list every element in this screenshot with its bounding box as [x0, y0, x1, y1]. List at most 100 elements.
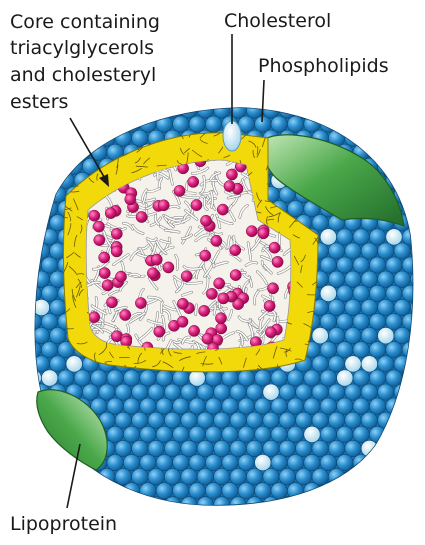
phospholipid-head — [255, 483, 271, 499]
phospholipid-head — [230, 412, 246, 428]
phospholipid-head — [173, 454, 189, 470]
cholesterol-molecule — [337, 370, 353, 386]
core-lipid-head — [174, 185, 185, 196]
phospholipid-head — [41, 454, 57, 470]
phospholipid-head — [148, 102, 164, 118]
phospholipid-head — [255, 426, 271, 442]
phospholipid-head — [246, 497, 262, 513]
core-lipid-head — [226, 169, 237, 180]
phospholipid-head — [394, 356, 410, 372]
phospholipid-head — [140, 426, 156, 442]
phospholipid-head — [378, 158, 394, 174]
phospholipid-head — [41, 201, 57, 217]
phospholipid-head — [66, 130, 82, 146]
phospholipid-head — [410, 186, 425, 202]
phospholipid-head — [279, 102, 295, 118]
phospholipid-head — [222, 454, 238, 470]
core-lipid-head — [211, 235, 222, 246]
phospholipid-head — [410, 130, 425, 146]
phospholipid-head — [320, 313, 336, 329]
phospholipid-head — [132, 440, 148, 456]
phospholipid-head — [369, 116, 385, 132]
phospholipid-head — [320, 116, 336, 132]
core-lipid-head — [147, 268, 158, 279]
phospholipid-head — [197, 440, 213, 456]
phospholipid-head — [33, 328, 49, 344]
phospholipid-head — [156, 370, 172, 386]
phospholipid-head — [246, 469, 262, 485]
cholesterol-molecule — [304, 426, 320, 442]
phospholipid-head — [17, 412, 33, 428]
phospholipid-head — [173, 116, 189, 132]
phospholipid-head — [378, 102, 394, 118]
phospholipid-head — [353, 398, 369, 414]
phospholipid-head — [238, 398, 254, 414]
phospholipid-head — [25, 454, 41, 470]
phospholipid-head — [230, 440, 246, 456]
phospholipid-head — [369, 454, 385, 470]
phospholipid-head — [25, 172, 41, 188]
phospholipid-head — [197, 412, 213, 428]
phospholipid-head — [222, 398, 238, 414]
core-lipid-head — [177, 298, 188, 309]
phospholipid-head — [140, 398, 156, 414]
phospholipid-head — [271, 426, 287, 442]
phospholipid-head — [345, 271, 361, 287]
phospholipid-head — [17, 243, 33, 259]
phospholipid-head — [369, 483, 385, 499]
phospholipid-head — [312, 440, 328, 456]
phospholipid-head — [328, 243, 344, 259]
phospholipid-head — [181, 102, 197, 118]
phospholipid-head — [279, 440, 295, 456]
phospholipid-head — [205, 116, 221, 132]
phospholipid-head — [82, 102, 98, 118]
phospholipid-head — [222, 370, 238, 386]
phospholipid-head — [378, 440, 394, 456]
core-lipid-head — [94, 235, 105, 246]
phospholipid-head — [41, 342, 57, 358]
phospholipid-head — [181, 384, 197, 400]
core-lipid-head — [99, 252, 110, 263]
cholesterol-molecule — [66, 356, 82, 372]
phospholipid-head — [394, 243, 410, 259]
phospholipid-head — [402, 342, 418, 358]
core-lipid-head — [230, 245, 241, 256]
phospholipid-head — [296, 469, 312, 485]
cholesterol-molecule — [361, 356, 377, 372]
phospholipid-head — [328, 299, 344, 315]
phospholipid-head — [410, 440, 425, 456]
phospholipid-head — [361, 243, 377, 259]
core-lipid-head — [111, 228, 122, 239]
core-lipid-head — [200, 250, 211, 261]
phospholipid-head — [238, 426, 254, 442]
phospholipid-head — [402, 201, 418, 217]
phospholipid-head — [410, 356, 425, 372]
phospholipid-head — [345, 440, 361, 456]
phospholipid-head — [33, 497, 49, 513]
phospholipid-head — [337, 483, 353, 499]
phospholipid-head — [410, 158, 425, 174]
cholesterol-molecule — [345, 356, 361, 372]
phospholipid-head — [410, 328, 425, 344]
phospholipid-head — [410, 102, 425, 118]
phospholipid-head — [17, 215, 33, 231]
phospholipid-head — [115, 412, 131, 428]
phospholipid-head — [164, 469, 180, 485]
core-lipid-head — [158, 200, 169, 211]
phospholipid-head — [123, 426, 139, 442]
phospholipid-head — [312, 356, 328, 372]
phospholipid-head — [255, 370, 271, 386]
phospholipid-head — [214, 102, 230, 118]
phospholipid-head — [353, 313, 369, 329]
phospholipid-head — [369, 285, 385, 301]
phospholipid-head — [263, 469, 279, 485]
phospholipid-head — [394, 299, 410, 315]
phospholipid-head — [386, 483, 402, 499]
core-lipid-head — [258, 228, 269, 239]
phospholipid-head — [402, 454, 418, 470]
phospholipid-head — [386, 426, 402, 442]
phospholipid-head — [246, 102, 262, 118]
phospholipid-head — [91, 483, 107, 499]
cholesterol-molecule — [386, 229, 402, 245]
